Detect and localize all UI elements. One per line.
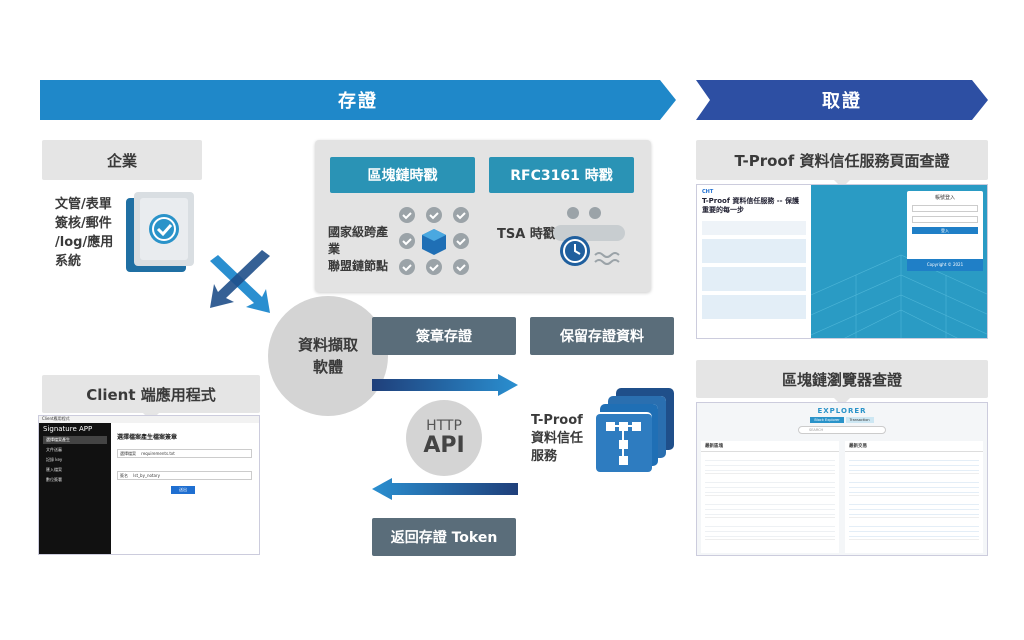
login-title: 帳號登入 <box>934 195 955 201</box>
latest-tx-title: 最新交易 <box>845 441 983 452</box>
system-line: 簽核/郵件 <box>55 216 112 231</box>
system-line: 文管/表單 <box>55 197 112 212</box>
explorer-search[interactable]: SEARCH <box>798 426 886 434</box>
explorer-screenshot: EXPLORER Block Explorer Transaction SEAR… <box>696 402 988 556</box>
verify-page-box: T-Proof 資料信任服務頁面查證 <box>696 140 988 188</box>
sign-field-label: 簽名 <box>120 473 128 478</box>
tsa-label: TSA 時戳 <box>497 227 556 242</box>
client-app-screenshot: Client應用程式 Signature APP 選擇檔案產生 文件送審 記錄 … <box>38 415 260 555</box>
login-account-field[interactable] <box>912 205 978 212</box>
api-label: API <box>423 433 465 458</box>
explorer-tabs: Block Explorer Transaction <box>697 417 987 423</box>
left-arrow-icon <box>372 478 518 500</box>
cube-grid-decoration <box>811 254 987 338</box>
sidebar-item[interactable]: 匯入檔案 <box>46 467 62 472</box>
node-label-line: 聯盟鏈節點 <box>328 259 389 273</box>
sign-field-value: lst_by_notary <box>133 473 160 478</box>
block-row[interactable] <box>705 478 835 496</box>
tproof-line: 資料信任 <box>531 431 584 446</box>
right-arrow-icon <box>372 374 518 396</box>
data-capture-software: 資料擷取 軟體 <box>268 296 388 416</box>
system-line: 系統 <box>55 254 82 269</box>
latest-tx-panel: 最新交易 <box>845 441 983 553</box>
file-field-value: requirements.txt <box>141 451 175 456</box>
http-label: HTTP <box>426 418 462 434</box>
tproof-page-right: 帳號登入 登入 Copyright © 2021 <box>811 185 987 338</box>
tproof-line: 服務 <box>531 449 558 464</box>
block-row[interactable] <box>705 500 835 518</box>
tsa-clock-icon <box>553 207 625 266</box>
document-check-icon <box>126 192 194 272</box>
http-api: HTTP API <box>406 400 482 476</box>
node-label: 國家級跨產業 聯盟鏈節點 <box>328 224 398 275</box>
latest-blocks-panel: 最新區塊 <box>701 441 839 553</box>
enterprise-systems: 文管/表單 簽核/郵件 /log/應用 系統 <box>55 195 125 271</box>
blockchain-timestamp-button: 區塊鏈時戳 <box>330 157 475 193</box>
sign-store-box: 簽章存證 <box>372 317 516 355</box>
login-password-field[interactable] <box>912 216 978 223</box>
client-heading: 選擇檔案產生檔案簽章 <box>117 434 178 441</box>
explorer-box: 區塊鏈瀏覽器查證 <box>696 360 988 406</box>
info-block <box>702 221 806 235</box>
gateway-line: 軟體 <box>312 358 343 376</box>
enterprise-box: 企業 <box>42 140 202 180</box>
tab-block-explorer[interactable]: Block Explorer <box>810 417 844 423</box>
info-block <box>702 267 806 291</box>
sidebar-item[interactable]: 選擇檔案產生 <box>43 436 107 444</box>
login-card: 帳號登入 登入 Copyright © 2021 <box>907 191 983 271</box>
sidebar-item[interactable]: 記錄 key <box>46 457 63 462</box>
window-title: Client應用程式 <box>39 416 259 423</box>
tproof-line: T-Proof <box>531 413 583 428</box>
swap-arrows-icon <box>210 250 270 313</box>
blockchain-nodes-icon <box>399 207 469 275</box>
latest-blocks-title: 最新區塊 <box>701 441 839 452</box>
block-row[interactable] <box>705 456 835 474</box>
file-field[interactable]: 選擇檔案 requirements.txt <box>117 449 252 458</box>
sidebar-item[interactable]: 數位簽署 <box>46 477 62 482</box>
app-sidebar: Signature APP 選擇檔案產生 文件送審 記錄 key 匯入檔案 數位… <box>39 423 111 554</box>
login-button[interactable]: 登入 <box>912 227 978 234</box>
tx-row[interactable] <box>849 500 979 518</box>
sign-field[interactable]: 簽名 lst_by_notary <box>117 471 252 480</box>
info-block <box>702 295 806 319</box>
tproof-stack-icon <box>594 388 674 474</box>
app-name: Signature APP <box>43 425 93 433</box>
file-field-label: 選擇檔案 <box>120 451 136 456</box>
login-copyright: Copyright © 2021 <box>907 259 983 271</box>
keep-data-box: 保留存證資料 <box>530 317 674 355</box>
tproof-page-screenshot: CHT T-Proof 資料信任服務 -- 保護重要的每一步 帳號登入 登入 C… <box>696 184 988 339</box>
tx-row[interactable] <box>849 478 979 496</box>
sidebar-item[interactable]: 文件送審 <box>46 447 62 452</box>
tab-transaction[interactable]: Transaction <box>845 417 874 423</box>
gateway-line: 資料擷取 <box>297 336 358 354</box>
tproof-headline: T-Proof 資料信任服務 -- 保護重要的每一步 <box>702 197 800 214</box>
return-token-box: 返回存證 Token <box>372 518 516 556</box>
banner-store: 存證 <box>40 80 676 120</box>
tx-row[interactable] <box>849 456 979 474</box>
tproof-page-left: CHT T-Proof 資料信任服務 -- 保護重要的每一步 <box>697 185 811 338</box>
cht-logo: CHT <box>702 189 714 195</box>
explorer-header: EXPLORER <box>817 407 867 415</box>
tx-row[interactable] <box>849 522 979 540</box>
tproof-label: T-Proof 資料信任 服務 <box>531 412 583 466</box>
info-block <box>702 239 806 263</box>
client-box: Client 端應用程式 <box>42 375 260 421</box>
node-label-line: 國家級跨產業 <box>328 225 389 256</box>
block-row[interactable] <box>705 522 835 540</box>
system-line: /log/應用 <box>55 235 114 250</box>
rfc3161-timestamp-button: RFC3161 時戳 <box>489 157 634 193</box>
banner-verify: 取證 <box>696 80 988 120</box>
submit-button[interactable]: 送出 <box>171 486 195 494</box>
